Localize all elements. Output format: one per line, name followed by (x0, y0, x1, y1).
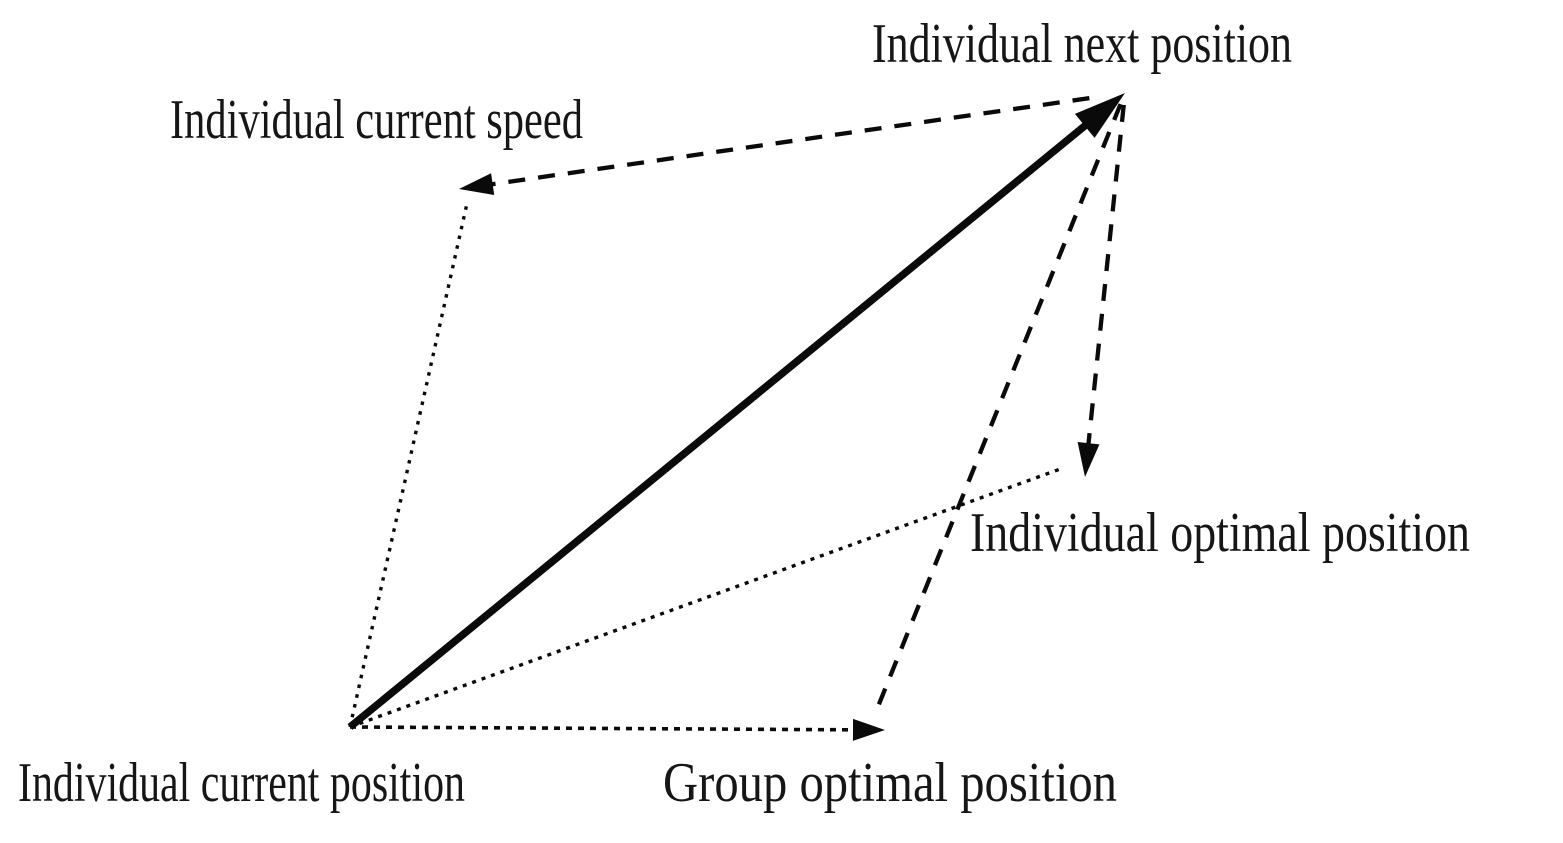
labels-layer: Individual next position Individual curr… (18, 13, 1470, 814)
label-individual-current-position: Individual current position (18, 752, 465, 814)
component-next-to-group-optimal (875, 103, 1123, 710)
vector-current-to-next (347, 93, 1125, 730)
label-individual-next-position: Individual next position (872, 13, 1292, 75)
component-next-to-speed-arrowhead-icon (459, 173, 495, 196)
label-group-optimal-position: Group optimal position (663, 752, 1117, 814)
vector-group-optimal (349, 718, 885, 741)
component-next-to-individual-optimal (1077, 104, 1126, 477)
vector-group-optimal-arrowhead-icon (852, 718, 885, 741)
label-individual-optimal-position: Individual optimal position (970, 502, 1470, 564)
vector-current-to-next-arrowhead-icon (1074, 93, 1125, 138)
component-next-to-individual-optimal-arrowhead-icon (1077, 442, 1100, 477)
label-individual-current-speed: Individual current speed (170, 89, 583, 151)
component-next-to-speed (459, 96, 1090, 196)
edges-layer (347, 93, 1126, 741)
vector-individual-optimal (349, 466, 1064, 729)
